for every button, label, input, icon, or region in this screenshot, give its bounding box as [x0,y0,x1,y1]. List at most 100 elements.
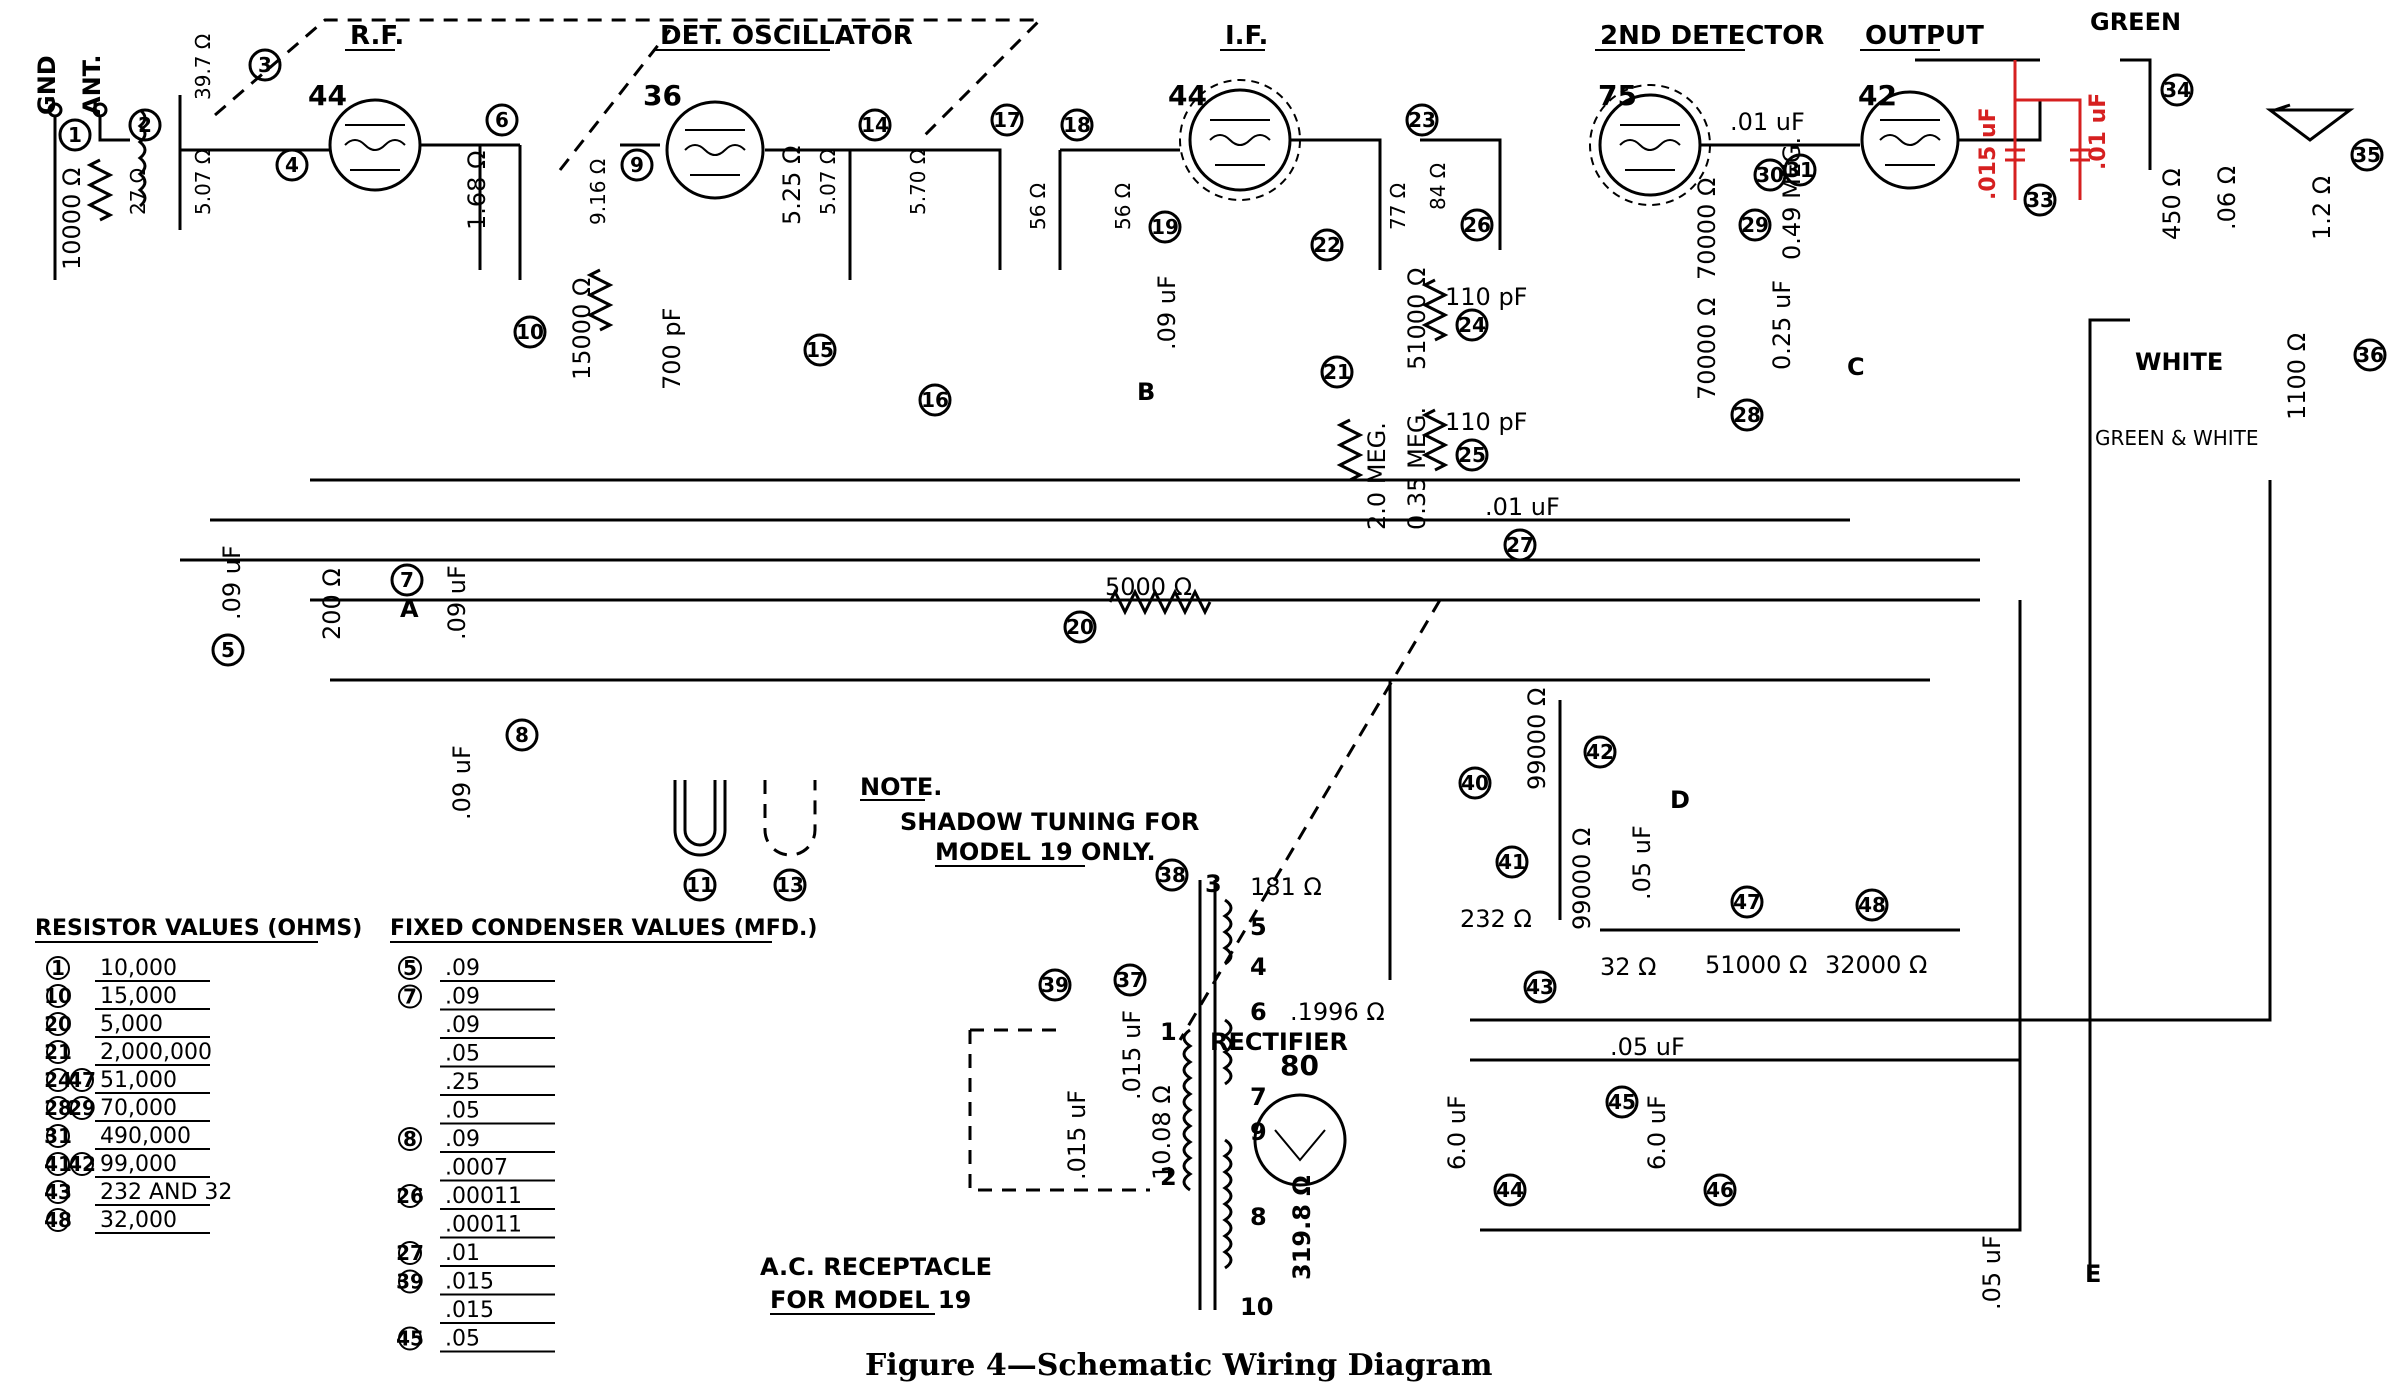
callout-26-circle [1460,208,1494,242]
callout-39: 39 [1041,973,1069,997]
c26a-label: 110 pF [1445,283,1527,311]
callout-47-circle [1730,885,1764,919]
shadow-lamp-13 [763,780,817,857]
coil-35-label: 1.2 Ω [2308,176,2336,240]
ac-receptacle-dashed [968,1028,1150,1192]
tube-rect-80: 80 RECTIFIER [1210,1028,1348,1187]
callout-7: 7 [400,568,414,592]
callout-38-circle [1155,858,1189,892]
tpin-5: 5 [1250,913,1267,941]
c37-label: .015 uF [1118,1010,1146,1100]
c27-label: .01 uF [1485,493,1560,521]
resistor-row-value: 232 AND 32 [100,1180,232,1205]
callout-18: 18 [1063,113,1091,137]
r47-label: 51000 Ω [1705,951,1807,979]
letter-b: B [1137,378,1155,406]
letter-d: D [1670,786,1690,814]
r42-label: 99000 Ω [1523,688,1551,790]
callout-17: 17 [993,108,1021,132]
callout-46: 46 [1706,1178,1734,1202]
tpin-1: 1 [1160,1018,1177,1046]
callout-31: 31 [1786,158,1814,182]
osc-dashed-link [558,29,672,171]
red-capacitor-group-33: .015 uF .01 uF [1976,60,2111,200]
resistor-row-ref: 10 [44,984,72,1008]
resistor-row-ref-circle [70,1068,94,1092]
r5-label: 200 Ω [318,568,346,640]
stage-label-det-osc: DET. OSCILLATOR [660,21,913,51]
coil-18b-label: 56 Ω [1111,183,1135,230]
resistor-row-value: 10,000 [100,956,177,981]
resistor-r25: 0.35 MEG. [1403,407,1449,530]
condenser-row-ref-circle [398,1269,422,1294]
tube-det-number: 75 [1598,79,1637,112]
resistor-row-ref: 48 [44,1208,72,1232]
condenser-row-value: .01 [445,1241,480,1266]
callout-8-circle [505,718,539,752]
resistor-row-ref: 43 [44,1180,72,1204]
white-lead-label: WHITE [2135,348,2223,376]
svg-text:0.35 MEG.: 0.35 MEG. [1403,407,1431,530]
callout-23: 23 [1408,108,1436,132]
condenser-row-ref: 26 [396,1184,424,1208]
callout-39-circle [1038,968,1072,1002]
tpin-10: 10 [1240,1293,1273,1321]
callout-21: 21 [1323,360,1351,384]
callout-37-circle [1113,963,1147,997]
callout-27-circle [1503,528,1537,562]
callout-37: 37 [1116,968,1144,992]
svg-text:181 Ω: 181 Ω [1250,873,1322,901]
coil-osc-b-label: 5.25 Ω [778,146,806,225]
callout-3-circle [248,48,282,82]
svg-text:319.8 Ω: 319.8 Ω [1288,1175,1316,1280]
tube-rect-number: 80 [1280,1049,1319,1082]
callout-24-circle [1455,308,1489,342]
resistor-row-ref: 31 [44,1124,72,1148]
resistor-row-ref-circle [70,1096,94,1120]
callout-35: 35 [2353,143,2381,167]
resistor-row-ref-circle [46,1180,70,1204]
c33b-label: .01 uF [2086,93,2111,170]
tpin-8: 8 [1250,1203,1267,1231]
shadow-tuning-note: NOTE. SHADOW TUNING FOR MODEL 19 ONLY. [860,773,1199,867]
r41-label: 99000 Ω [1568,828,1596,930]
coil-23b-label: 84 Ω [1426,163,1450,210]
tube-osc-36: 36 [643,79,765,200]
callout-6: 6 [495,108,509,132]
tube-if-44: 44 [1168,79,1301,201]
resistor-row-ref: 42 [68,1152,96,1176]
resistor-row-ref-circle [46,984,70,1008]
svg-text:10000 Ω: 10000 Ω [58,168,86,270]
condenser-row-value: .05 [445,1099,480,1124]
resistor-row-ref: 24 [44,1068,72,1092]
callout-8: 8 [515,723,529,747]
note-title: NOTE. [860,773,942,801]
coil-2: 27 Ω 5.07 Ω 39.7 Ω [126,34,215,215]
wiring [53,58,2272,1280]
r28-label: 70000 Ω [1693,298,1721,400]
c7b-label: .09 uF [1153,275,1181,350]
letter-e: E [2085,1260,2101,1288]
coil-23a-label: 77 Ω [1386,183,1410,230]
condenser-row-ref: 7 [403,985,417,1009]
c8-label: 700 pF [658,308,686,390]
resistor-row-ref-circle [70,1152,94,1176]
callout-1: 1 [68,123,82,147]
note-line1: SHADOW TUNING FOR [900,808,1199,836]
resistor-row-ref: 21 [44,1040,72,1064]
callout-22-circle [1310,228,1344,262]
tpin-6: 6 [1250,998,1267,1026]
c45-label: .05 uF [1610,1033,1685,1061]
callout-2-circle [128,108,162,142]
resistor-row-ref-circle [46,1012,70,1036]
stage-label-second-det: 2ND DETECTOR [1600,21,1824,51]
transformer-dashed-link [1178,599,1442,1041]
resistor-row-value: 70,000 [100,1096,177,1121]
callout-48-circle [1855,888,1889,922]
condenser-row-value: .0007 [445,1156,508,1181]
resistor-row-ref: 20 [44,1012,72,1036]
callout-4-circle [275,148,309,182]
c39-label: .015 uF [1063,1090,1091,1180]
ac-line1: A.C. RECEPTACLE [760,1253,992,1281]
figure-caption: Figure 4—Schematic Wiring Diagram [865,1348,1493,1383]
